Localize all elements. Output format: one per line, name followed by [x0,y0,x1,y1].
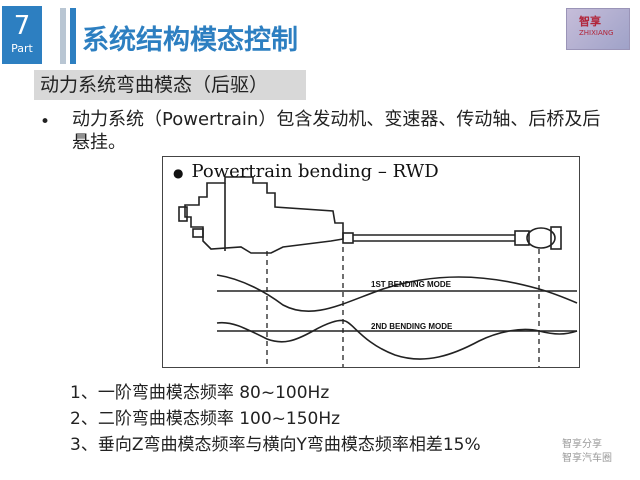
figure-title: ● Powertrain bending – RWD [173,161,439,182]
list-item: 2、二阶弯曲模态频率 100~150Hz [70,409,341,429]
frequency-list: 1、一阶弯曲模态频率 80~100Hz 2、二阶弯曲模态频率 100~150Hz… [70,380,481,458]
title-divider-gray [60,8,66,64]
bullet-text: 动力系统（Powertrain）包含发动机、变速器、传动轴、后桥及后悬挂。 [72,109,601,153]
engine-transmission-shape [178,176,344,254]
logo-text: 智享 [579,15,601,28]
page-title: 系统结构模态控制 [82,25,298,56]
nodal-lines [266,247,540,367]
figure-title-text: Powertrain bending – RWD [191,161,439,182]
first-bending-mode [216,274,578,313]
list-item: 3、垂向Z弯曲模态频率与横向Y弯曲模态频率相差15% [70,435,481,455]
bullet-marker: • [40,112,51,132]
title-divider-blue [70,8,76,64]
second-mode-label: 2ND BENDING MODE [371,322,453,331]
watermark: 智享分享 智享汽车圈 [562,438,612,466]
brand-logo: 智享 ZHIXIANG [566,8,630,50]
part-number: 7 [13,11,31,41]
list-item: 1、一阶弯曲模态频率 80~100Hz [70,383,330,403]
figure-bullet: ● [173,166,184,180]
part-badge: 7 Part [2,6,42,64]
watermark-line1: 智享分享 [562,439,602,450]
powertrain-diagram: 1ST BENDING MODE 2ND BENDING MODE [178,176,578,367]
part-label: Part [11,42,33,55]
first-mode-label: 1ST BENDING MODE [371,280,452,289]
driveshaft [342,226,562,250]
section-subtitle: 动力系统弯曲模态（后驱） [34,70,306,100]
powertrain-figure: 1ST BENDING MODE 2ND BENDING MODE ● Power… [162,156,580,368]
logo-subtext: ZHIXIANG [579,29,614,37]
second-bending-mode [216,319,578,360]
watermark-line2: 智享汽车圈 [562,453,612,464]
